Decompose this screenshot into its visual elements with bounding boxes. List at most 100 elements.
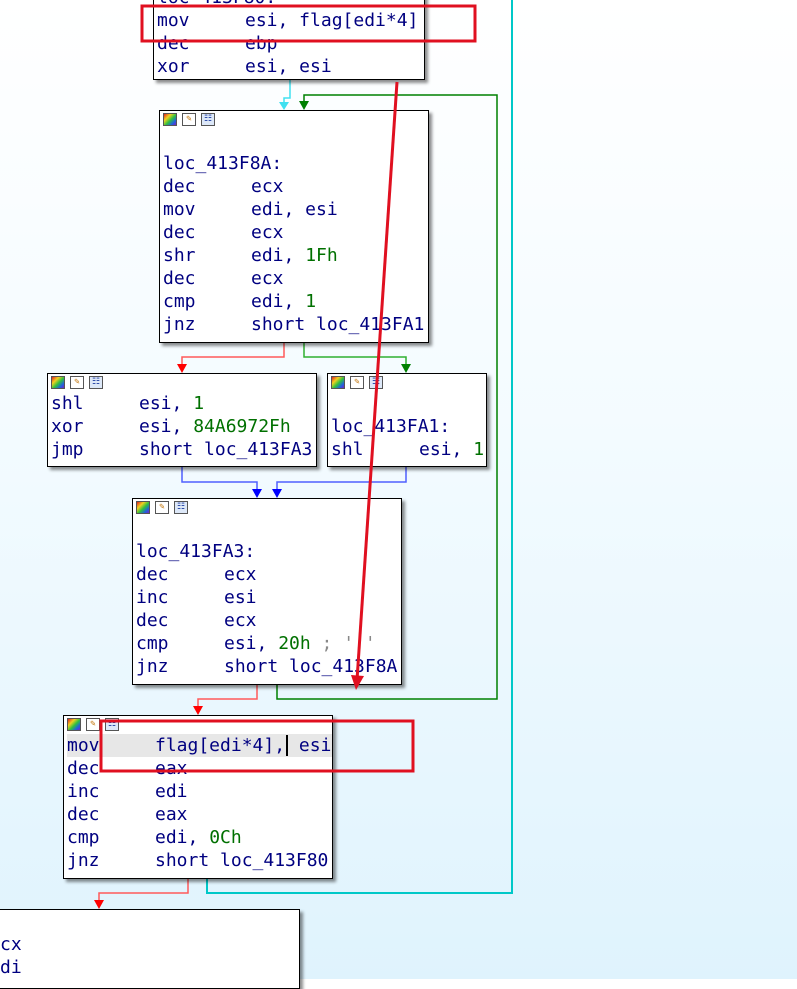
asm-line[interactable]: di <box>0 956 299 979</box>
graph-icon[interactable]: ☷ <box>201 113 215 126</box>
pencil-icon[interactable]: ✎ <box>182 113 196 126</box>
asm-line[interactable]: cx <box>0 933 299 956</box>
loop-edge-back-to-top <box>206 0 513 894</box>
mnemonic: dec <box>67 804 100 825</box>
mnemonic: mov <box>157 10 190 31</box>
pencil-icon[interactable]: ✎ <box>155 501 169 514</box>
operand: edi, esi <box>251 199 338 220</box>
palette-icon[interactable] <box>331 376 345 389</box>
asm-line[interactable]: dec eax <box>67 803 332 826</box>
mnemonic: inc <box>136 587 169 608</box>
graph-icon[interactable]: ☷ <box>105 718 119 731</box>
operand: ecx <box>251 222 284 243</box>
pencil-icon[interactable]: ✎ <box>70 376 84 389</box>
mnemonic: dec <box>136 564 169 585</box>
asm-line[interactable]: loc_413F8A: <box>163 152 428 175</box>
arrow-locfa1-to-locfa3 <box>272 489 282 498</box>
block-header: ✎☷ <box>48 374 316 392</box>
pencil-icon[interactable]: ✎ <box>350 376 364 389</box>
numeric-operand: 1 <box>193 393 205 414</box>
edge-locfa1-to-locfa3 <box>276 467 407 493</box>
asm-line[interactable] <box>136 517 401 540</box>
graph-icon[interactable]: ☷ <box>369 376 383 389</box>
block-header: ✎☷ <box>64 716 332 734</box>
palette-icon[interactable] <box>67 718 81 731</box>
mnemonic: mov <box>163 199 196 220</box>
numeric-operand: 1 <box>473 439 485 460</box>
mnemonic: dec <box>157 33 190 54</box>
operand: flag[edi*4], <box>155 735 286 756</box>
mnemonic: inc <box>67 781 100 802</box>
mnemonic: dec <box>163 176 196 197</box>
operand: eax <box>155 804 188 825</box>
asm-line[interactable]: loc_413F80: <box>157 0 424 9</box>
asm-line[interactable]: loc_413FA1: <box>331 415 486 438</box>
mnemonic: jmp <box>51 439 84 460</box>
numeric-operand: 1 <box>305 291 317 312</box>
asm-line[interactable]: dec ecx <box>163 221 428 244</box>
mnemonic: dec <box>163 222 196 243</box>
palette-icon[interactable] <box>136 501 150 514</box>
palette-icon[interactable] <box>51 376 65 389</box>
operand: short loc_413FA3 <box>139 439 313 460</box>
edge-store-false <box>98 879 189 904</box>
mnemonic: mov <box>67 735 100 756</box>
code-label: loc_413F8A: <box>163 153 283 174</box>
operand: ecx <box>251 268 284 289</box>
operand: edi, <box>251 291 306 312</box>
operand: esi, <box>139 393 194 414</box>
operand: esi, <box>224 633 279 654</box>
operand: esi, esi <box>245 56 332 77</box>
code-label: loc_413F80: <box>157 0 276 8</box>
numeric-operand: 20h <box>278 633 311 654</box>
asm-line[interactable] <box>163 129 428 152</box>
code-label: loc_413FA1: <box>331 416 451 437</box>
graph-icon[interactable]: ☷ <box>174 501 188 514</box>
pencil-icon[interactable]: ✎ <box>86 718 100 731</box>
palette-icon[interactable] <box>163 113 177 126</box>
edge-left-to-locfa3 <box>181 467 258 493</box>
arrow-loc8a-true <box>401 364 411 373</box>
edge-locfa3-false <box>197 685 258 710</box>
asm-line[interactable]: jmp short loc_413FA3 <box>51 438 316 461</box>
asm-line[interactable] <box>0 910 299 933</box>
numeric-operand: 84A6972Fh <box>193 416 291 437</box>
block-header: ✎☷ <box>328 374 486 392</box>
arrow-store-false <box>94 900 104 909</box>
edge-loc8a-false <box>181 343 285 368</box>
asm-line[interactable] <box>331 392 486 415</box>
asm-line[interactable]: mov edi, esi <box>163 198 428 221</box>
asm-line[interactable]: loc_413FA3: <box>136 540 401 563</box>
graph-icon[interactable]: ☷ <box>89 376 103 389</box>
arrow-left-to-locfa3 <box>252 489 262 498</box>
mnemonic: shr <box>163 245 196 266</box>
